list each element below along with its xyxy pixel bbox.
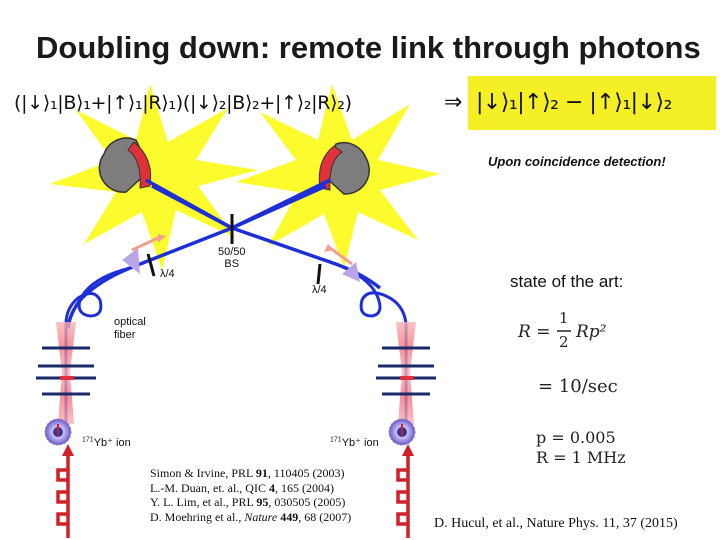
- waveplate-left-icon: [146, 253, 156, 277]
- ion-left-isotope: 171: [82, 436, 94, 444]
- fiber-right: [329, 260, 408, 425]
- entangled-state-box: |↓⟩₁|↑⟩₂ − |↑⟩₁|↓⟩₂: [468, 76, 716, 130]
- waveplate-left-label: λ/4: [160, 268, 175, 280]
- photon-arrow-left-icon: [131, 236, 159, 252]
- photon-arrowhead-left: [158, 234, 166, 243]
- ion-left-icon: [44, 418, 72, 446]
- fiber-left: [64, 266, 131, 425]
- reference-pages: , 68 (2007): [298, 509, 352, 524]
- slide-title: Doubling down: remote link through photo…: [36, 30, 701, 65]
- p-value: p = 0.005: [536, 428, 616, 447]
- reference-volume: 91: [255, 466, 268, 480]
- reference-item: L.-M. Duan, et. al., QIC 4, 165 (2004): [150, 481, 351, 496]
- reference-pages: , 165 (2004): [274, 480, 334, 495]
- ion-trap-left: [36, 322, 96, 424]
- ion-left-text: Yb⁺ ion: [93, 437, 131, 449]
- rate-value: = 10/sec: [538, 376, 618, 397]
- reference-pages: , 110405 (2003): [267, 466, 345, 480]
- reference-volume: 4: [268, 480, 275, 495]
- reference-authors: Y. L. Lim, et al., PRL: [150, 495, 257, 509]
- reference-journal: Nature: [244, 509, 278, 524]
- beamsplitter-label: 50/50 BS: [218, 246, 246, 270]
- state-of-art-heading: state of the art:: [510, 272, 624, 291]
- detector-right-icon: [318, 142, 370, 195]
- ion-right-isotope: 171: [330, 436, 342, 444]
- ion-left-label: 171Yb⁺ ion: [82, 436, 131, 449]
- reference-list: Simon & Irvine, PRL 91, 110405 (2003) L.…: [150, 466, 351, 524]
- fiber-label-line2: fiber: [114, 329, 136, 341]
- formula-rhs: Rp²: [576, 322, 607, 342]
- ion-right-icon: [388, 418, 416, 446]
- waveplate-right-icon: [316, 263, 322, 285]
- reference-item: D. Moehring et al., Nature 449, 68 (2007…: [150, 510, 351, 525]
- fiber-label-line1: optical: [114, 316, 146, 328]
- coincidence-label: Upon coincidence detection!: [488, 154, 666, 169]
- beamsplitter-label-line2: BS: [224, 258, 240, 270]
- ion-right-text: Yb⁺ ion: [341, 437, 379, 449]
- citation: D. Hucul, et al., Nature Phys. 11, 37 (2…: [434, 516, 678, 531]
- photon-cone-left: [122, 248, 140, 274]
- reference-authors: Simon & Irvine, PRL: [150, 466, 256, 480]
- reference-volume: 95: [256, 495, 269, 509]
- beamsplitter-label-line1: 50/50: [218, 246, 246, 258]
- reference-authors: D. Moehring et al.,: [150, 509, 245, 524]
- laser-pulse-left-icon: [56, 444, 74, 538]
- formula-denominator: 2: [559, 333, 569, 351]
- formula-numerator: 1: [559, 309, 569, 327]
- reference-item: Y. L. Lim, et al., PRL 95, 030505 (2005): [150, 495, 351, 510]
- photon-arrow-right-icon: [329, 246, 353, 266]
- ion-trap-right: [376, 322, 436, 424]
- initial-state-equation: (|↓⟩₁|B⟩₁+|↑⟩₁|R⟩₁)(|↓⟩₂|B⟩₂+|↑⟩₂|R⟩₂): [14, 92, 352, 114]
- formula-lhs: R =: [518, 322, 551, 342]
- photon-cone-right: [342, 262, 360, 282]
- waveplate-right-label: λ/4: [312, 284, 327, 296]
- reference-authors: L.-M. Duan, et. al., QIC: [150, 480, 269, 495]
- ion-right-label: 171Yb⁺ ion: [330, 436, 379, 449]
- star-left-icon: [50, 84, 258, 270]
- reference-item: Simon & Irvine, PRL 91, 110405 (2003): [150, 466, 351, 481]
- fiber-label: optical fiber: [114, 316, 146, 342]
- laser-pulse-right-icon: [396, 444, 414, 538]
- reference-volume: 449: [280, 509, 299, 524]
- reference-pages: , 030505 (2005): [268, 495, 346, 509]
- photon-arrowhead-right: [324, 244, 334, 252]
- detector-left-icon: [98, 137, 152, 193]
- r-value: R = 1 MHz: [536, 448, 626, 467]
- implies-arrow: ⇒: [444, 90, 463, 115]
